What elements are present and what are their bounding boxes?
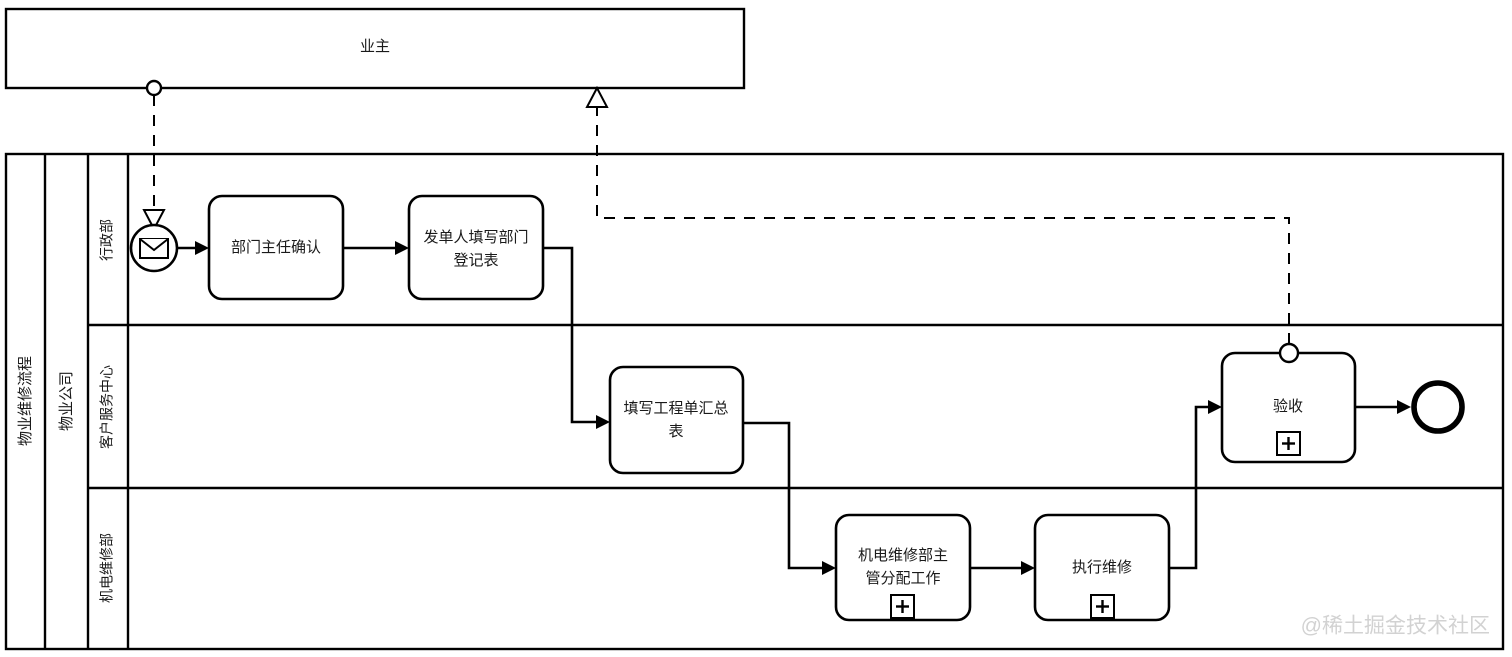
pool-owner-rect[interactable] — [4, 7, 746, 90]
task-yanshou[interactable]: 验收 — [1220, 342, 1357, 464]
watermark-text: @稀土掘金技术社区 — [1301, 615, 1490, 638]
lane-label-service: 客户服务中心 — [99, 365, 115, 449]
end-event-circle[interactable] — [1411, 380, 1465, 434]
subprocess-marker-icon — [1090, 594, 1115, 619]
task-label-line1: 机电维修部主 — [858, 547, 948, 564]
task-zhixing-weixiu[interactable]: 执行维修 — [1033, 513, 1171, 622]
subprocess-marker-icon — [890, 594, 915, 619]
task-label-line2: 管分配工作 — [865, 570, 940, 587]
sequence-flow-t5-to-t6 — [1169, 400, 1222, 570]
subprocess-marker-icon — [1276, 431, 1301, 456]
task-rect[interactable] — [608, 365, 745, 475]
message-flow-arrowhead-up — [585, 85, 609, 108]
envelope-icon — [139, 238, 169, 259]
task-label: 部门主任确认 — [231, 239, 321, 256]
task-fadanren-tianxie-bumen-dengjibiao[interactable]: 发单人填写部门 登记表 — [407, 194, 545, 301]
sequence-flow-t3-to-t4 — [743, 421, 836, 575]
task-label-line2: 表 — [668, 423, 683, 440]
message-flow-owner-to-start[interactable] — [142, 79, 166, 232]
task-label-line2: 登记表 — [453, 252, 498, 269]
end-event[interactable] — [1411, 380, 1465, 434]
band-label-process: 物业维修流程 — [17, 356, 34, 446]
sequence-flow-start-to-t1 — [177, 241, 209, 255]
task-label-line1: 发单人填写部门 — [423, 229, 528, 246]
start-event-message[interactable] — [129, 223, 179, 273]
task-label: 执行维修 — [1072, 559, 1132, 576]
task-label-line1: 填写工程单汇总 — [623, 400, 728, 417]
task-label: 验收 — [1273, 398, 1303, 415]
pool-owner-label: 业主 — [360, 38, 390, 55]
task-jidian-weixiubu-zhuguan-fenpei-gongzuo[interactable]: 机电维修部主 管分配工作 — [834, 513, 972, 622]
pool-owner[interactable]: 业主 — [4, 7, 746, 90]
message-flow-line-up — [596, 104, 1290, 344]
sequence-flow-t1-to-t2 — [343, 241, 409, 255]
boundary-event-circle[interactable] — [1278, 342, 1300, 364]
sequence-flow-t6-to-end — [1355, 400, 1411, 414]
lane-label-admin: 行政部 — [99, 219, 115, 261]
band-label-org: 物业公司 — [58, 371, 75, 431]
sequence-flow-t2-to-t3 — [543, 246, 610, 429]
lane-label-repair: 机电维修部 — [99, 533, 115, 603]
task-bumenzhuren-queren[interactable]: 部门主任确认 — [207, 194, 345, 301]
message-flow-boundary-to-owner[interactable] — [585, 85, 1290, 344]
message-flow-arrowhead-down — [142, 209, 166, 232]
task-rect[interactable] — [407, 194, 545, 301]
message-flow-source-dot — [145, 79, 163, 97]
sequence-flow-t4-to-t5 — [970, 561, 1035, 575]
task-tianxie-gongchengdan-huizongbiao[interactable]: 填写工程单汇总 表 — [608, 365, 745, 475]
